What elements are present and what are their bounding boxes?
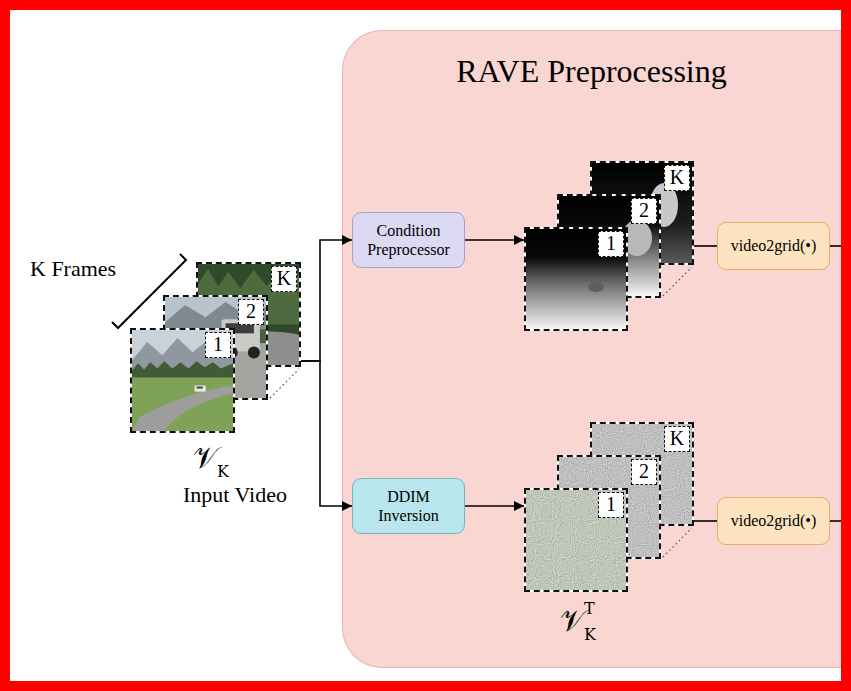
frame-picture bbox=[526, 229, 626, 329]
caption-label: Input Video bbox=[183, 482, 287, 507]
box-label: video2grid(•) bbox=[731, 511, 817, 530]
frame-number: 1 bbox=[205, 332, 231, 358]
red-frame bbox=[5, 5, 846, 686]
frame-picture bbox=[559, 196, 659, 296]
process-box: DDIM Inversion bbox=[352, 478, 465, 534]
noise-frame: 1 bbox=[524, 488, 628, 592]
stack-dots bbox=[270, 369, 299, 398]
frame-picture bbox=[165, 297, 266, 398]
math-symbol: 𝒱 bbox=[193, 441, 218, 476]
frame-picture bbox=[592, 424, 692, 524]
frame-number: 2 bbox=[631, 459, 657, 485]
frame-picture bbox=[592, 163, 692, 263]
function-box: video2grid(•) bbox=[717, 497, 830, 545]
process-box: Condition Preprocessor bbox=[352, 212, 465, 268]
frame-number: 1 bbox=[598, 492, 624, 518]
frame-number: K bbox=[271, 266, 297, 292]
frame-number: 2 bbox=[238, 299, 264, 325]
box-label: DDIM Inversion bbox=[361, 487, 456, 525]
flow-arrow bbox=[694, 520, 717, 522]
panel-title: RAVE Preprocessing bbox=[342, 52, 841, 90]
math-symbol: 𝒱 bbox=[560, 604, 585, 639]
flow-arrow bbox=[465, 505, 524, 507]
frame-number: 2 bbox=[631, 198, 657, 224]
frame-picture bbox=[198, 264, 299, 365]
frame-number: K bbox=[664, 165, 690, 191]
frame-number: K bbox=[664, 426, 690, 452]
frame-picture bbox=[526, 490, 626, 590]
math-subscript: K bbox=[584, 626, 596, 644]
depth-frame: 1 bbox=[524, 227, 628, 331]
frame-number: 1 bbox=[598, 231, 624, 257]
flow-arrow bbox=[694, 245, 717, 247]
flow-arrow bbox=[465, 239, 524, 241]
video-frame: 1 bbox=[130, 328, 235, 433]
function-box: video2grid(•) bbox=[717, 222, 830, 270]
preprocessing-panel: RAVE PreprocessingCondition Preprocessor… bbox=[342, 30, 841, 668]
box-label: Condition Preprocessor bbox=[361, 221, 456, 259]
frame-picture bbox=[132, 330, 233, 431]
math-superscript: T bbox=[584, 600, 595, 618]
box-label: video2grid(•) bbox=[731, 236, 817, 255]
frame-picture bbox=[559, 457, 659, 557]
group-label: K Frames bbox=[30, 256, 116, 281]
math-subscript: K bbox=[217, 463, 229, 481]
